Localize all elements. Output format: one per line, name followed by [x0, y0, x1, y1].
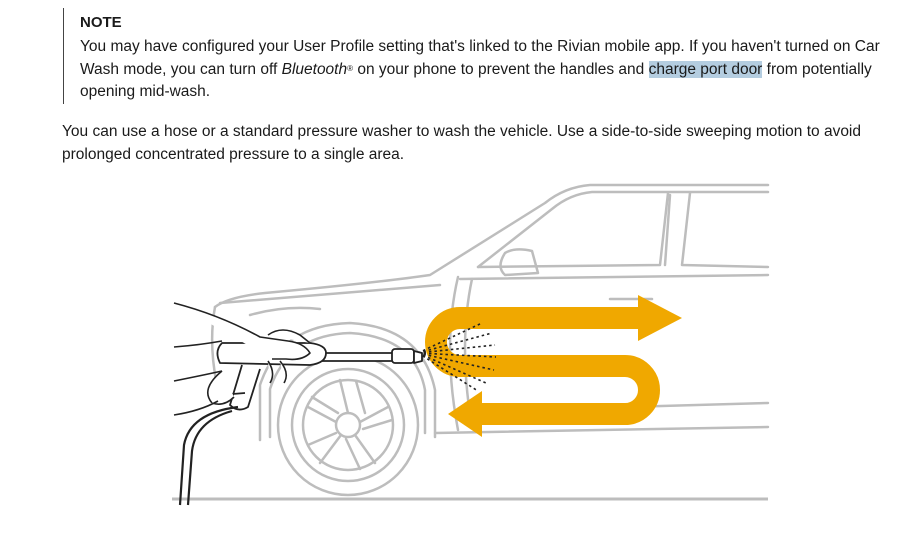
car-wash-illustration [172, 183, 770, 506]
note-registered-mark: ® [347, 63, 354, 73]
car-body-outline [213, 183, 770, 309]
hose [178, 405, 239, 506]
note-bluetooth: Bluetooth [281, 60, 348, 78]
wash-instructions-paragraph: You can use a hose or a standard pressur… [62, 123, 861, 163]
water-spray [417, 322, 497, 392]
note-text-3: from potentially opening mid-wash. [80, 60, 872, 101]
note-callout: NOTE You may have configured your User P… [63, 8, 910, 104]
hands [173, 302, 311, 416]
side-mirror [499, 248, 540, 277]
sweep-arrow-head-left [448, 391, 482, 437]
note-title: NOTE [80, 14, 122, 31]
note-text-1: You may have configured your User Profil… [80, 38, 880, 78]
note-body: You may have configured your User Profil… [80, 36, 910, 104]
sweep-arrow-head-right [638, 295, 682, 341]
sweep-arrow [425, 307, 660, 425]
wheel [276, 353, 420, 497]
note-text-2: on your phone to prevent the handles and [353, 60, 649, 78]
selected-text-charge-port-door[interactable]: charge port door [648, 60, 763, 78]
